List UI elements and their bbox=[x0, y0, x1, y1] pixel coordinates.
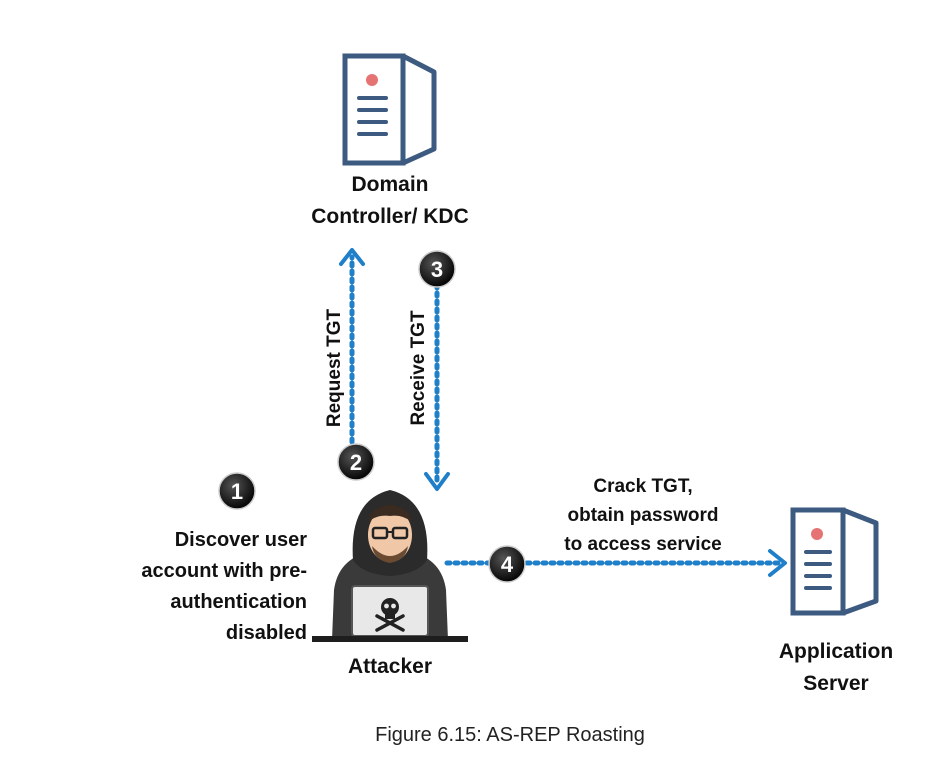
server-side-panel bbox=[401, 53, 437, 166]
step-1-description: Discover user account with pre- authenti… bbox=[141, 529, 307, 644]
server-front-panel bbox=[342, 53, 406, 166]
server-power-light bbox=[366, 74, 378, 86]
request-tgt-label: Request TGT bbox=[324, 308, 345, 427]
svg-text:disabled: disabled bbox=[226, 622, 307, 644]
attacker-label: Attacker bbox=[348, 655, 432, 678]
svg-text:authentication: authentication bbox=[170, 591, 307, 613]
app-server-label-line2: Server bbox=[803, 672, 868, 695]
server-side-panel bbox=[842, 507, 879, 616]
receive-tgt-label: Receive TGT bbox=[408, 310, 429, 425]
svg-text:to access service: to access service bbox=[564, 534, 721, 555]
domain-controller-server-icon bbox=[342, 53, 437, 166]
svg-text:2: 2 bbox=[350, 450, 362, 475]
skull-crossbones-icon bbox=[375, 598, 405, 632]
svg-text:4: 4 bbox=[501, 552, 514, 577]
svg-text:Crack TGT,: Crack TGT, bbox=[593, 476, 692, 497]
svg-text:account with pre-: account with pre- bbox=[141, 560, 307, 582]
svg-text:1: 1 bbox=[231, 479, 243, 504]
svg-text:Discover user: Discover user bbox=[175, 529, 308, 551]
receive-tgt-arrow bbox=[424, 282, 450, 491]
step-4-badge: 4 bbox=[488, 545, 526, 583]
svg-text:3: 3 bbox=[431, 257, 443, 282]
dc-label-line2: Controller/ KDC bbox=[311, 205, 469, 228]
app-server-label-line1: Application bbox=[779, 640, 893, 663]
application-server-icon bbox=[790, 507, 879, 616]
attacker-hacker-icon bbox=[312, 490, 468, 642]
figure-caption: Figure 6.15: AS-REP Roasting bbox=[375, 724, 645, 746]
step-4-description: Crack TGT, obtain password to access ser… bbox=[564, 476, 721, 555]
server-power-light bbox=[811, 528, 823, 540]
laptop-base bbox=[312, 636, 468, 642]
server-front-panel bbox=[790, 507, 846, 616]
step-3-badge: 3 bbox=[418, 250, 456, 288]
step-2-badge: 2 bbox=[337, 443, 375, 481]
step-1-badge: 1 bbox=[218, 472, 256, 510]
svg-text:obtain password: obtain password bbox=[568, 505, 719, 526]
request-tgt-arrow bbox=[339, 248, 365, 453]
dc-label-line1: Domain bbox=[351, 173, 428, 196]
